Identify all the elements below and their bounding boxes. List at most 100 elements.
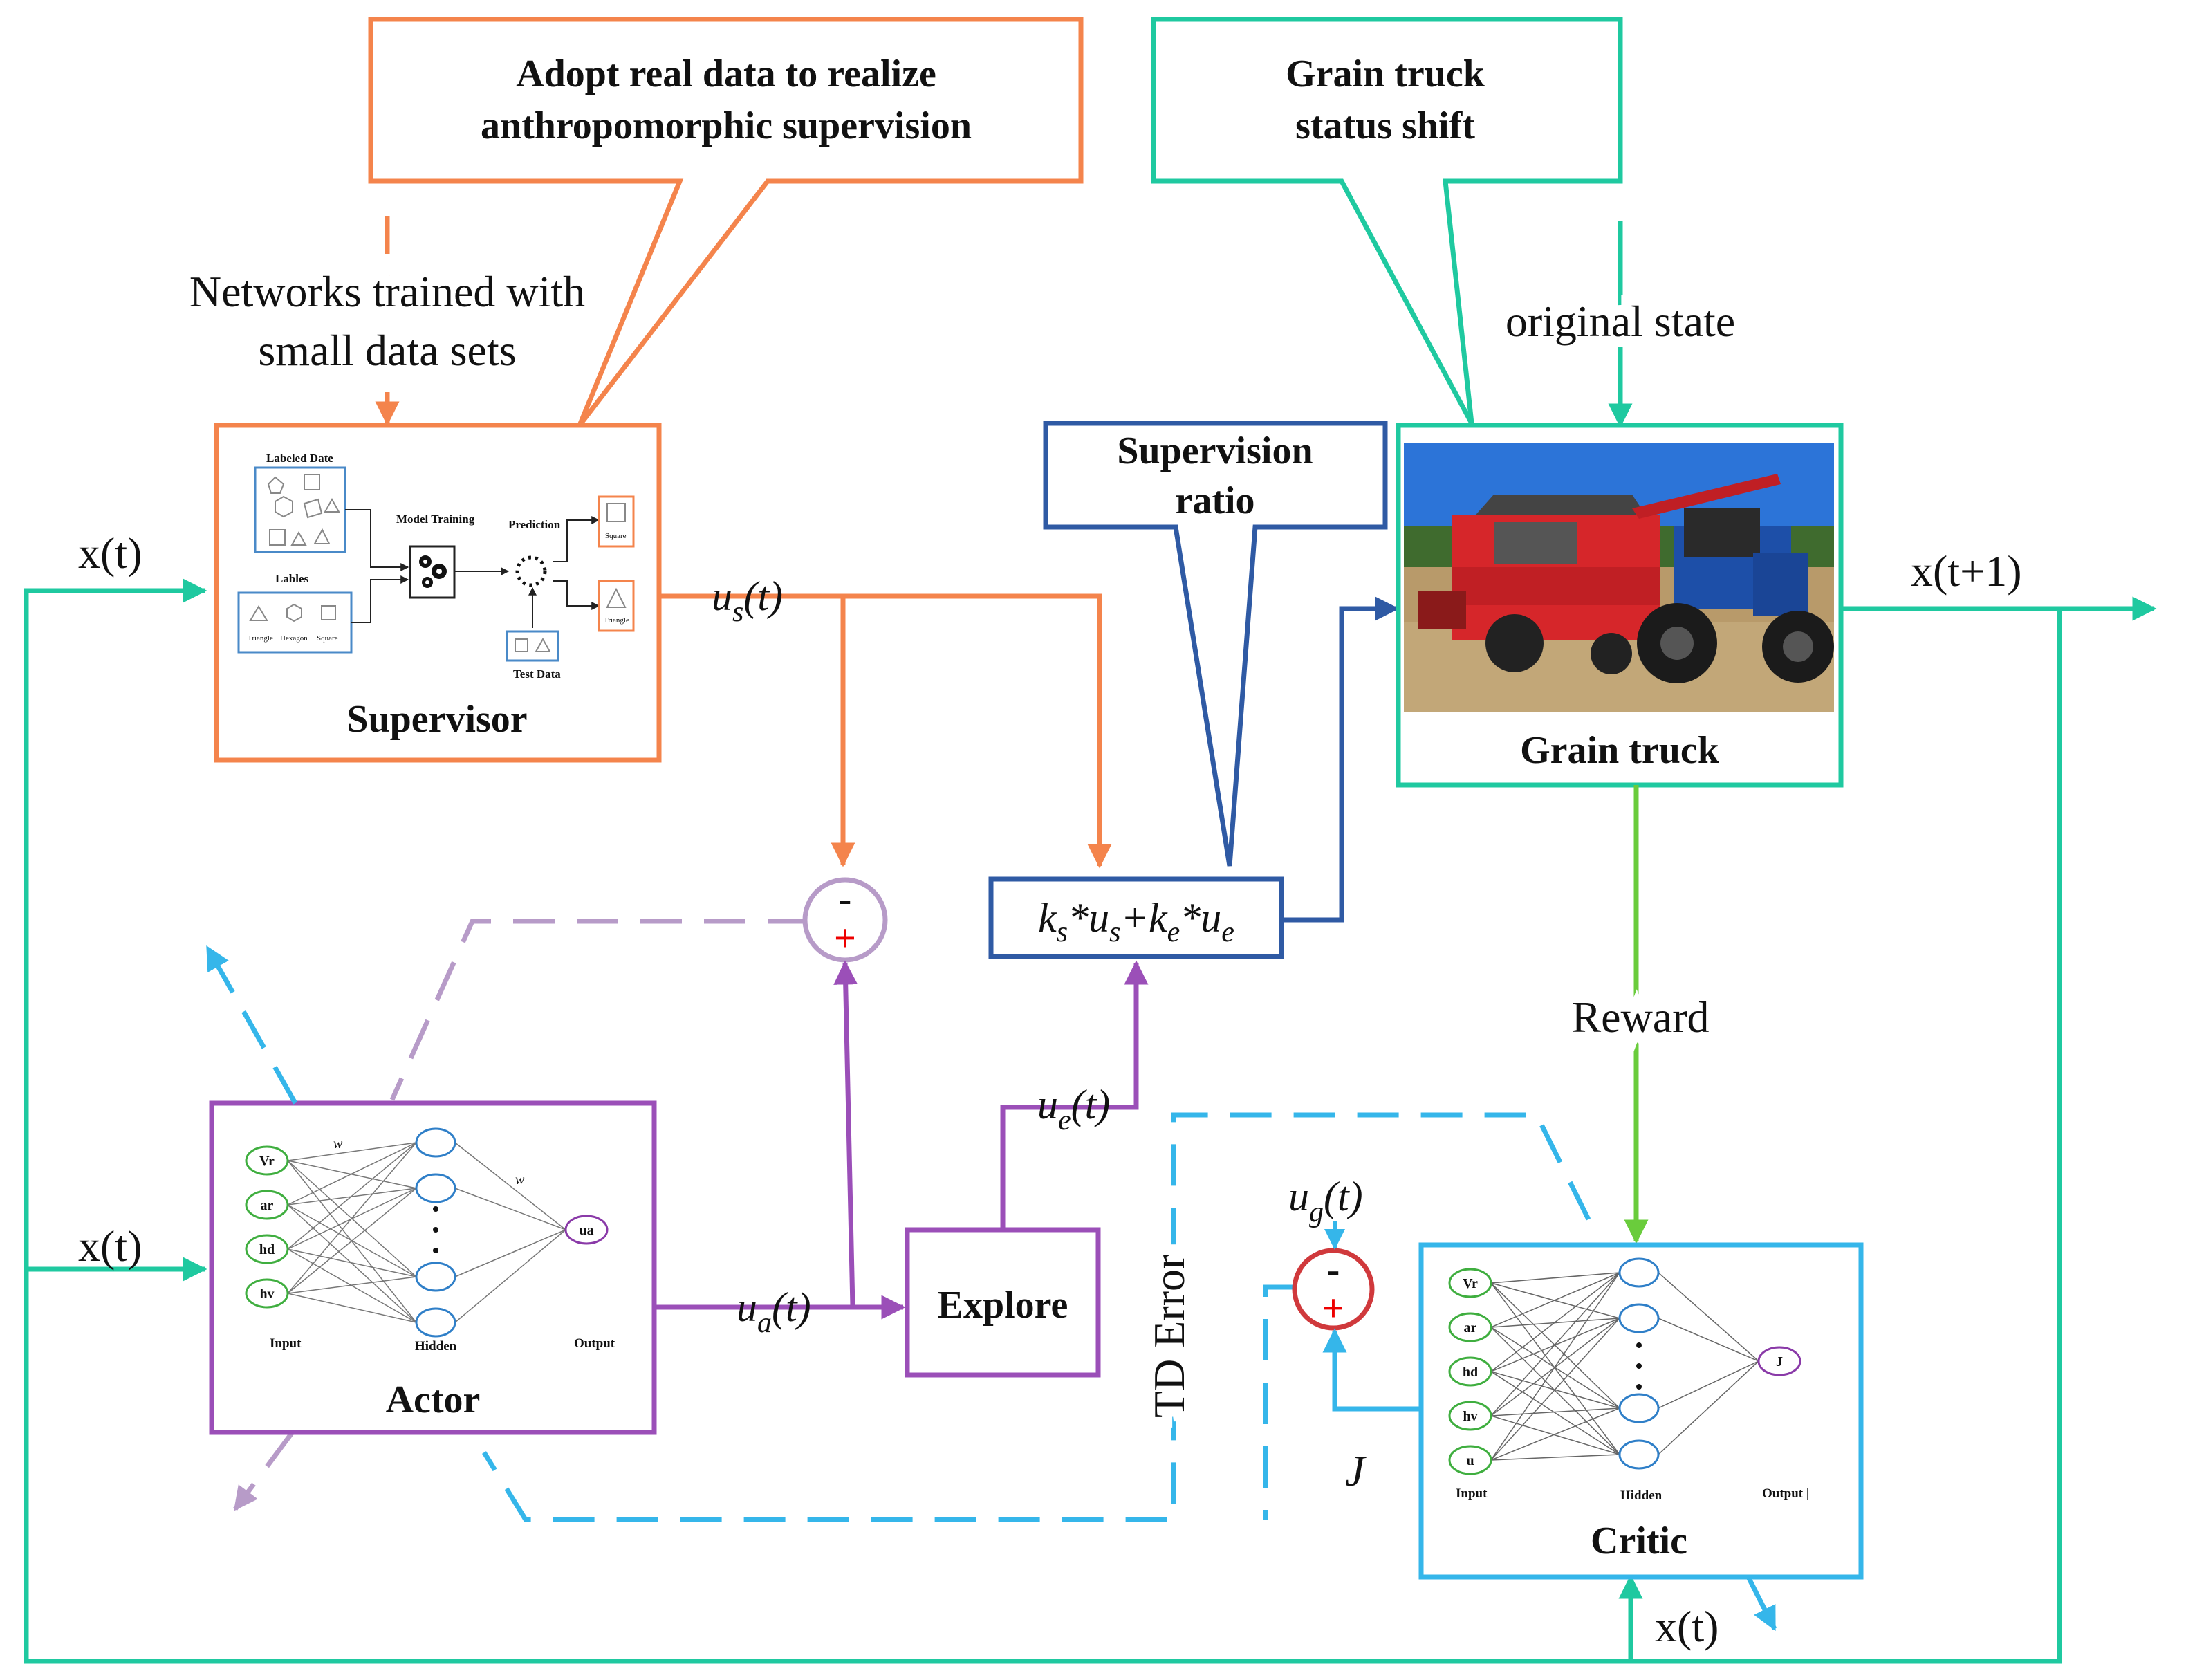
sum-top-plus: + [834, 917, 856, 960]
net-edge [287, 1276, 417, 1294]
explore-block: Explore [905, 1227, 1101, 1378]
test-data-box [506, 630, 559, 662]
supervision-callout: Adopt real data to realize anthropomorph… [368, 17, 1084, 427]
sum-top-minus: - [839, 878, 852, 921]
sum-node-critic: - + [1292, 1248, 1375, 1331]
net-edge [1490, 1272, 1620, 1284]
net-edge [287, 1248, 417, 1323]
net-edge [1490, 1407, 1620, 1461]
hidden-node [1618, 1303, 1660, 1333]
svg-text:Triangle: Triangle [248, 634, 273, 643]
networks-line1: Networks trained with [189, 267, 585, 316]
td-error-label: TD Error [1145, 1255, 1194, 1418]
input-node [1448, 1312, 1492, 1342]
grain-truck-title: Grain truck [1520, 729, 1720, 772]
input-node-label: Vr [1463, 1276, 1478, 1291]
sum-critic-plus: + [1322, 1287, 1344, 1330]
svg-text:Square: Square [317, 634, 338, 643]
xt-label-bottom: x(t) [1655, 1602, 1719, 1651]
ue-label: ue(t) [1037, 1082, 1110, 1136]
grain-shift-line2: status shift [1295, 104, 1475, 147]
grain-shift-line1: Grain truck [1286, 53, 1485, 95]
supervisor-block: Labeled Date Lables Triangle Hexagon Squ… [214, 423, 662, 763]
hidden-node [415, 1173, 456, 1203]
net-edge [1490, 1327, 1620, 1409]
critic-input-label: Input [1456, 1486, 1488, 1501]
grain-truck-block: Grain truck [1396, 423, 1844, 788]
sum-critic-minus: - [1327, 1248, 1340, 1291]
J-label: J [1345, 1446, 1367, 1495]
output-node [1757, 1346, 1801, 1376]
net-edge [1490, 1272, 1620, 1461]
hidden-node [1618, 1439, 1660, 1470]
output-node [564, 1215, 609, 1245]
output-node-label: J [1776, 1354, 1783, 1369]
ellipsis-dot [433, 1227, 438, 1233]
net-edge [454, 1229, 566, 1323]
ellipsis-dot [433, 1206, 438, 1212]
model-training-label: Model Training [396, 513, 475, 526]
supervision-line1: Adopt real data to realize [516, 53, 936, 95]
hidden-node [1618, 1393, 1660, 1423]
ua-lines [654, 960, 1149, 1320]
input-node [1448, 1356, 1492, 1387]
actor-input-label: Input [270, 1336, 302, 1351]
actor-update-dashed [233, 919, 809, 1511]
net-edge [1490, 1318, 1620, 1328]
supervision-line2: anthropomorphic supervision [481, 104, 972, 147]
networks-halo2: small data sets [258, 326, 516, 375]
labeled-date-label: Labeled Date [266, 452, 333, 465]
xt-label-top: x(t) [78, 528, 142, 578]
net-edge [287, 1293, 417, 1323]
net-edge [1490, 1282, 1620, 1319]
input-node [1448, 1268, 1492, 1298]
net-edge [287, 1160, 417, 1189]
state-feedback-lines [24, 221, 2157, 1664]
us-lines [658, 593, 1112, 869]
net-edge [1490, 1371, 1620, 1455]
reward-halo: Reward [1571, 993, 1709, 1042]
ua-label: ua(t) [737, 1284, 811, 1339]
xt1-label: x(t+1) [1911, 546, 2022, 596]
supervisor-title: Supervisor [346, 698, 527, 741]
net-edge [1490, 1318, 1620, 1461]
net-edge [1490, 1272, 1620, 1372]
net-edge [1658, 1360, 1759, 1455]
svg-text:Hexagon: Hexagon [280, 634, 308, 643]
input-node-label: Vr [259, 1154, 275, 1169]
input-node [245, 1190, 289, 1220]
ellipsis-dot [1636, 1363, 1642, 1369]
input-node [245, 1145, 289, 1176]
input-node [245, 1278, 289, 1309]
net-edge [1490, 1272, 1620, 1328]
networks-line2: small data sets [258, 326, 516, 375]
net-edge [1490, 1282, 1620, 1409]
actor-hidden-label: Hidden [415, 1339, 457, 1354]
net-edge [1658, 1360, 1759, 1409]
loop-to-supervisor [24, 578, 2062, 1664]
ratio-line1: Supervision [1117, 430, 1313, 472]
svg-text:Triangle: Triangle [604, 616, 629, 625]
net-edge [287, 1204, 417, 1323]
td-error-dashed [482, 1112, 1591, 1522]
actor-output-label: Output [574, 1336, 615, 1351]
sum-node-top: - + [802, 877, 888, 963]
ellipsis-dot [1636, 1384, 1642, 1390]
input-node-label: hv [1463, 1409, 1477, 1424]
hidden-node [415, 1127, 456, 1158]
net-edge [1490, 1272, 1620, 1416]
net-edge [1490, 1415, 1620, 1455]
test-data-label: Test Data [513, 667, 561, 681]
net-edge [287, 1188, 417, 1206]
input-node [245, 1234, 289, 1264]
svg-text:Square: Square [605, 532, 627, 540]
ratio-line2: ratio [1175, 479, 1254, 522]
prediction-label: Prediction [508, 518, 561, 531]
output-node-label: ua [579, 1223, 593, 1238]
original-state-halo: original state [1506, 297, 1735, 346]
J-feedback-arrow [1322, 1328, 1421, 1412]
input-node-label: ar [1464, 1320, 1477, 1336]
